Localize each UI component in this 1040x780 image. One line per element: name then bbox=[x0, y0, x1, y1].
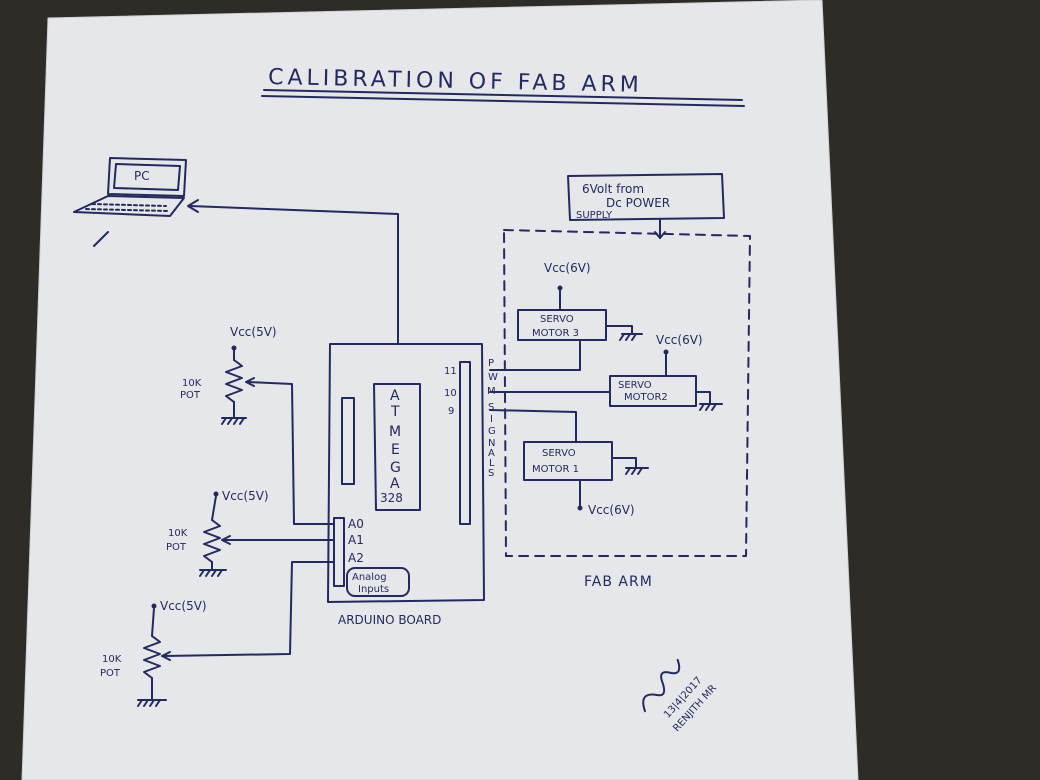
pc-laptop: PC bbox=[73, 157, 187, 247]
chip-letter-3: M bbox=[389, 424, 402, 440]
servo3-label-2: MOTOR 3 bbox=[532, 328, 579, 339]
arduino-label: ARDUINO BOARD bbox=[338, 613, 441, 627]
pc-usb-connection bbox=[187, 199, 399, 345]
pin-a2-label: A2 bbox=[348, 551, 364, 565]
power-line-3: SUPPLY bbox=[576, 210, 613, 221]
power-line-1: 6Volt from bbox=[582, 182, 644, 196]
pin-11-label: 11 bbox=[444, 366, 457, 377]
chip-letter-1: A bbox=[390, 388, 401, 404]
pot3-label-1: 10K bbox=[102, 654, 122, 665]
potentiometer-2: Vcc(5V) 10K POT bbox=[166, 489, 335, 577]
servo2-label-2: MOTOR2 bbox=[624, 392, 668, 403]
servo1-label-2: MOTOR 1 bbox=[532, 464, 579, 475]
pin-a0-label: A0 bbox=[348, 517, 364, 531]
pwm-letter-1: P bbox=[488, 358, 494, 369]
chip-letter-5: G bbox=[390, 460, 402, 476]
pwm-letter-3: M bbox=[487, 386, 496, 397]
pc-label: PC bbox=[134, 169, 150, 183]
pot1-label-2: POT bbox=[180, 390, 201, 401]
servo3-label-1: SERVO bbox=[540, 314, 574, 325]
potentiometer-3: Vcc(5V) 10K POT bbox=[100, 561, 335, 707]
pwm-letter-7: N bbox=[488, 438, 495, 449]
pin-a1-label: A1 bbox=[348, 533, 364, 547]
pin-9-label: 9 bbox=[448, 406, 454, 417]
pot1-label-1: 10K bbox=[182, 378, 202, 389]
arduino-board: ARDUINO BOARD A T M E G A 328 P W M S I … bbox=[327, 343, 498, 627]
servo1-label-1: SERVO bbox=[542, 448, 576, 459]
pot2-label-1: 10K bbox=[168, 528, 188, 539]
pwm-letter-5: I bbox=[490, 414, 493, 425]
pwm-letter-6: G bbox=[488, 426, 496, 437]
chip-number: 328 bbox=[380, 491, 403, 505]
pot3-label-2: POT bbox=[100, 668, 121, 679]
fab-arm-boundary: FAB ARM bbox=[503, 229, 751, 590]
pwm-letter-8: A bbox=[488, 448, 495, 459]
power-supply-box: 6Volt from Dc POWER SUPPLY bbox=[567, 173, 725, 239]
pwm-letter-4: S bbox=[488, 402, 494, 413]
servo2-vcc-label: Vcc(6V) bbox=[656, 333, 703, 347]
servo-motor-3: Vcc(6V) SERVO MOTOR 3 bbox=[489, 261, 643, 371]
chip-letter-6: A bbox=[390, 476, 401, 492]
servo2-label-1: SERVO bbox=[618, 380, 652, 391]
pwm-letter-9: L bbox=[489, 458, 495, 469]
servo-motor-2: Vcc(6V) SERVO MOTOR2 bbox=[489, 333, 723, 411]
analog-inputs-label-1: Analog bbox=[352, 572, 387, 583]
paper-sheet bbox=[22, 0, 858, 780]
pin-10-label: 10 bbox=[444, 388, 457, 399]
analog-inputs-label-2: Inputs bbox=[358, 584, 389, 595]
chip-letter-2: T bbox=[390, 404, 401, 420]
pot3-vcc-label: Vcc(5V) bbox=[160, 599, 207, 613]
servo3-vcc-label: Vcc(6V) bbox=[544, 261, 591, 275]
pwm-letter-2: W bbox=[488, 372, 498, 383]
potentiometer-1: Vcc(5V) 10K POT bbox=[180, 325, 335, 525]
fab-arm-label: FAB ARM bbox=[584, 574, 653, 590]
servo1-vcc-label: Vcc(6V) bbox=[588, 503, 635, 517]
pwm-letter-10: S bbox=[488, 468, 494, 479]
power-line-2: Dc POWER bbox=[606, 196, 670, 210]
chip-letter-4: E bbox=[391, 442, 401, 458]
pot2-label-2: POT bbox=[166, 542, 187, 553]
pot2-vcc-label: Vcc(5V) bbox=[222, 489, 269, 503]
servo-motor-1: SERVO MOTOR 1 Vcc(6V) bbox=[489, 409, 649, 517]
pot1-vcc-label: Vcc(5V) bbox=[230, 325, 277, 339]
